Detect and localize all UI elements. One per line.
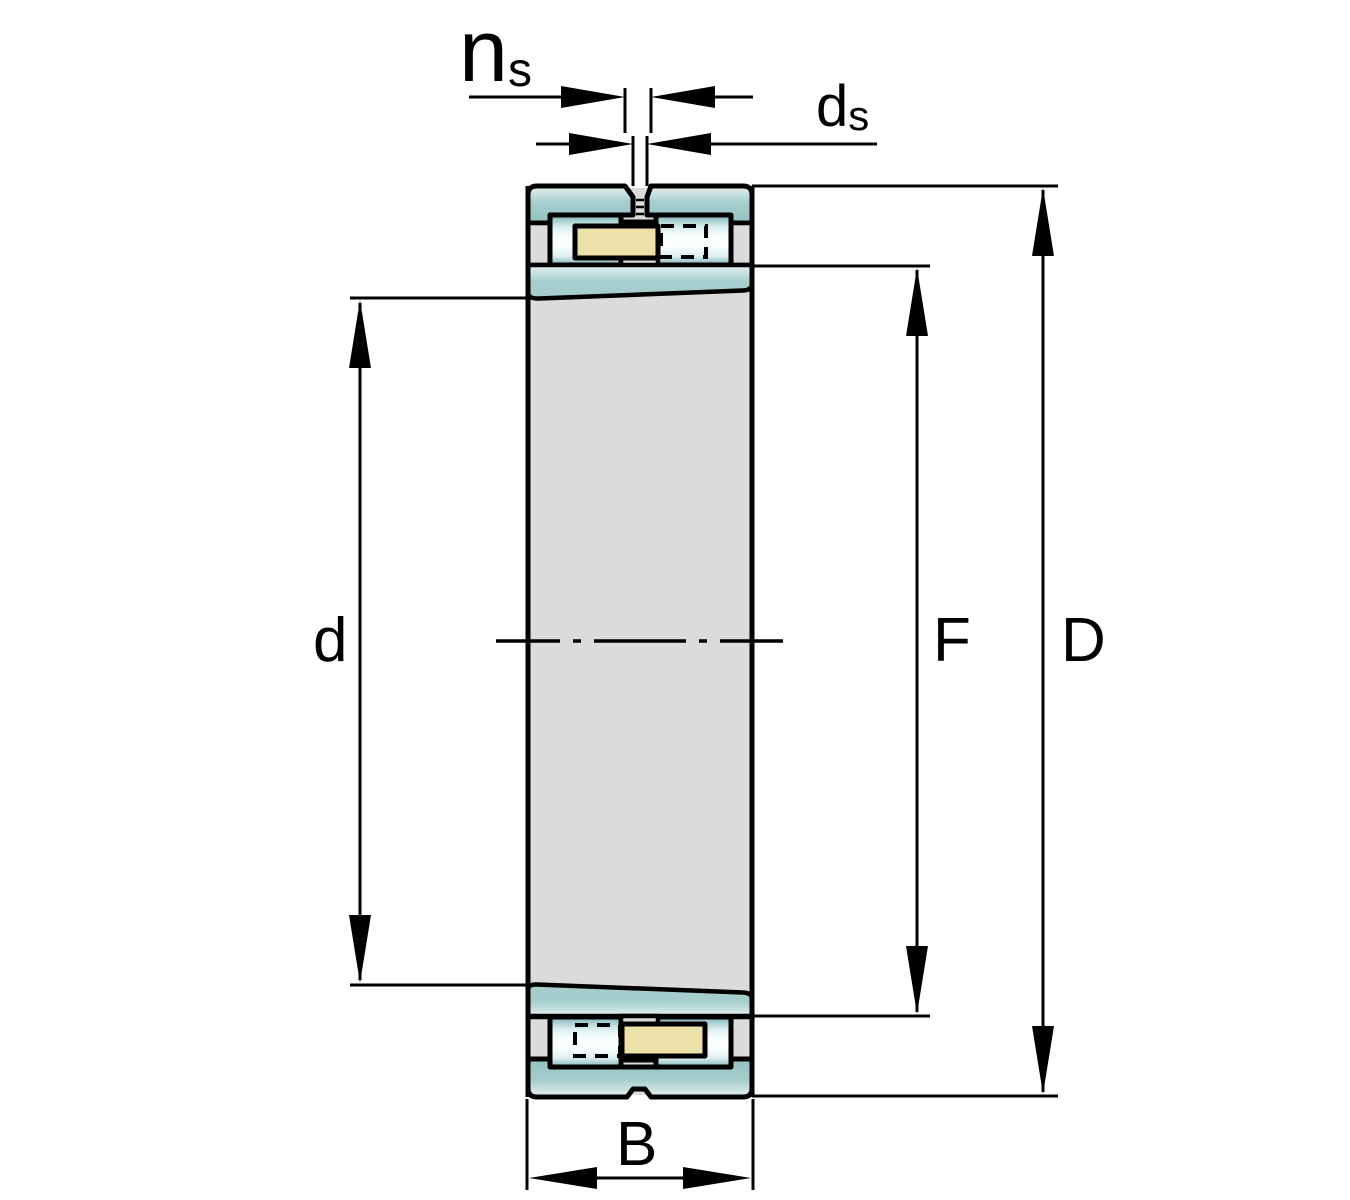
cage-hidden-bottom bbox=[573, 1023, 622, 1058]
dimension-ns bbox=[469, 86, 753, 133]
cage-bottom bbox=[619, 1021, 708, 1059]
label-outside-D: D bbox=[1061, 606, 1106, 675]
lubrication-hole-top bbox=[636, 198, 644, 216]
label-ds: ds bbox=[816, 78, 870, 140]
label-width-B: B bbox=[616, 1110, 658, 1179]
dimension-d bbox=[349, 296, 528, 987]
cage-top bbox=[572, 223, 661, 261]
label-ds-main: d bbox=[816, 74, 849, 139]
ring-side-face bbox=[728, 220, 755, 268]
dimension-B bbox=[525, 1099, 755, 1190]
label-ds-sub: s bbox=[848, 92, 870, 140]
dimension-D bbox=[752, 184, 1058, 1098]
bearing-section-top bbox=[525, 183, 755, 301]
ring-side-face bbox=[728, 1014, 755, 1062]
dimension-ds bbox=[536, 133, 877, 186]
ring-side-face bbox=[525, 1014, 553, 1062]
label-ns-sub: s bbox=[507, 43, 532, 97]
label-raceway-F: F bbox=[933, 606, 971, 675]
inner-ring-flange-top bbox=[525, 262, 755, 301]
outer-ring-bottom bbox=[525, 1056, 755, 1100]
label-bore-d: d bbox=[313, 606, 348, 675]
ring-side-face bbox=[525, 220, 553, 268]
label-ns: ns bbox=[459, 7, 532, 95]
label-ns-main: n bbox=[459, 1, 508, 100]
dimension-F bbox=[752, 264, 930, 1018]
bearing-section-bottom bbox=[525, 982, 755, 1100]
cage-hidden-top bbox=[659, 224, 708, 259]
